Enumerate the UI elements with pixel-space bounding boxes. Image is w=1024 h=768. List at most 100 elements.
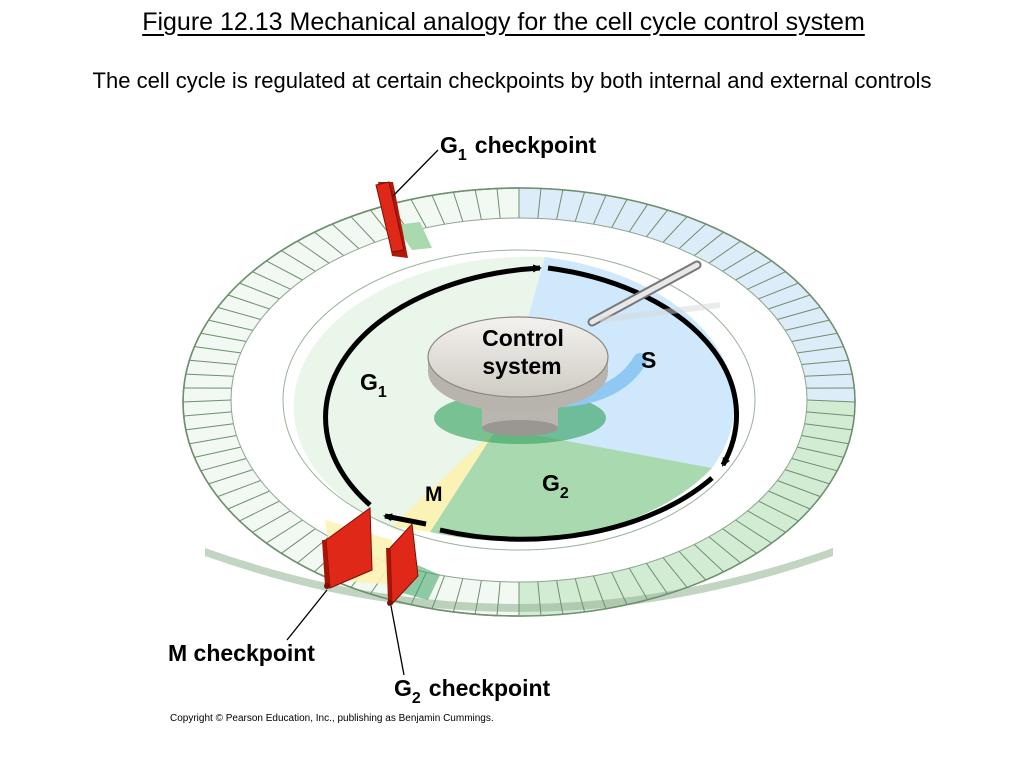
dial-tick [758, 282, 799, 300]
dial-tick [678, 223, 707, 250]
dial-tick [801, 359, 849, 365]
dial-tick [266, 519, 303, 544]
dial-tick [252, 271, 291, 290]
dial-tick [678, 550, 707, 581]
dial-tick [496, 188, 501, 219]
dial-tick [777, 480, 821, 498]
dial-tick [768, 490, 811, 510]
dial-tick [722, 528, 757, 554]
dial-tick [474, 580, 482, 615]
dial-tick [735, 519, 772, 544]
dial-tick [747, 510, 786, 533]
dial-tick [314, 231, 345, 256]
dial-tick [208, 469, 254, 485]
figure-subtitle: The cell cycle is regulated at certain c… [92, 68, 932, 93]
dial-tick [410, 199, 427, 228]
dial-tick [645, 562, 669, 595]
dial-tick [693, 231, 724, 256]
dial-tick [331, 223, 360, 250]
dial-tick [574, 578, 586, 613]
dial-tick [693, 544, 724, 573]
m-phase-label: M [425, 483, 443, 506]
control-system-label-line1: Control [482, 325, 564, 351]
dial-tick [350, 216, 376, 243]
dial-tick [185, 423, 234, 431]
g2-phase-label: G2 [542, 470, 569, 502]
dial-tick [496, 581, 501, 616]
g1-checkpoint-gate [375, 181, 408, 258]
dial-tick [708, 536, 741, 564]
dial-tick [784, 469, 830, 485]
dial-tick [797, 446, 844, 458]
dial-tick [556, 580, 564, 615]
dial-tick [747, 271, 786, 290]
dial-tick [806, 399, 856, 403]
dial-tick [227, 490, 270, 510]
control-system-knob [427, 316, 609, 436]
dial-tick [628, 204, 649, 233]
dial-tick [200, 332, 247, 342]
dial-tick [182, 399, 232, 403]
dial-tick-marks [182, 188, 856, 616]
dial-tick [281, 528, 316, 554]
dial-tick [452, 191, 464, 222]
g1-checkpoint-leader [392, 149, 439, 197]
dial-tick [266, 260, 303, 281]
dial-tick [189, 359, 237, 365]
dial-tick [189, 435, 237, 445]
dial-tick [662, 557, 688, 588]
dial-tick [252, 510, 291, 533]
dial-tick [784, 319, 830, 331]
g2-phase-sector [430, 428, 712, 541]
dial-tick [474, 189, 482, 220]
dial-tick [806, 411, 855, 417]
dial-tick [556, 189, 564, 220]
dial-tick [611, 199, 628, 228]
g2-checkpoint-gate [386, 522, 419, 606]
m-checkpoint-leader [286, 589, 328, 641]
dial-tick [194, 446, 241, 458]
dial-tick [537, 581, 542, 616]
m-checkpoint-label: M checkpoint [168, 640, 315, 666]
dial-tick [183, 411, 232, 417]
dial-tick [208, 319, 254, 331]
dial-tick [804, 423, 853, 431]
dial-tick [758, 500, 799, 522]
dial-tick [227, 294, 270, 310]
dial-tick [297, 240, 330, 264]
dial-tick [239, 282, 280, 300]
s-phase-label: S [641, 347, 656, 373]
dial-tick [217, 306, 261, 320]
dial-tick [431, 575, 445, 609]
dial-tick [574, 191, 586, 222]
dial-tick [194, 346, 241, 354]
dial-tick [431, 195, 445, 225]
dial-tick [628, 567, 649, 600]
dial-tick [593, 575, 607, 609]
dial-tick [452, 578, 464, 613]
m-phase-sector [392, 428, 497, 532]
dial-tick [735, 260, 772, 281]
dial-tick [200, 458, 247, 472]
dial-tick [537, 188, 542, 219]
dial-tick [646, 209, 668, 238]
control-pointer-arm [587, 260, 721, 327]
dial-tick [804, 373, 853, 377]
copyright-notice: Copyright © Pearson Education, Inc., pub… [170, 713, 494, 724]
dial-tick [593, 195, 607, 225]
dial-tick [281, 250, 316, 272]
dial-tick [791, 332, 838, 342]
figure-title: Figure 12.13 Mechanical analogy for the … [142, 8, 865, 36]
dial-tick [797, 346, 844, 354]
dial-tick [611, 572, 628, 605]
control-system-label-line2: system [482, 353, 561, 379]
dial-tick [662, 216, 688, 243]
m-checkpoint-gate [322, 507, 373, 589]
dial-tick [722, 250, 757, 272]
dial-tick [708, 240, 741, 264]
dial-tick [791, 458, 838, 472]
dial-tick [768, 294, 811, 310]
